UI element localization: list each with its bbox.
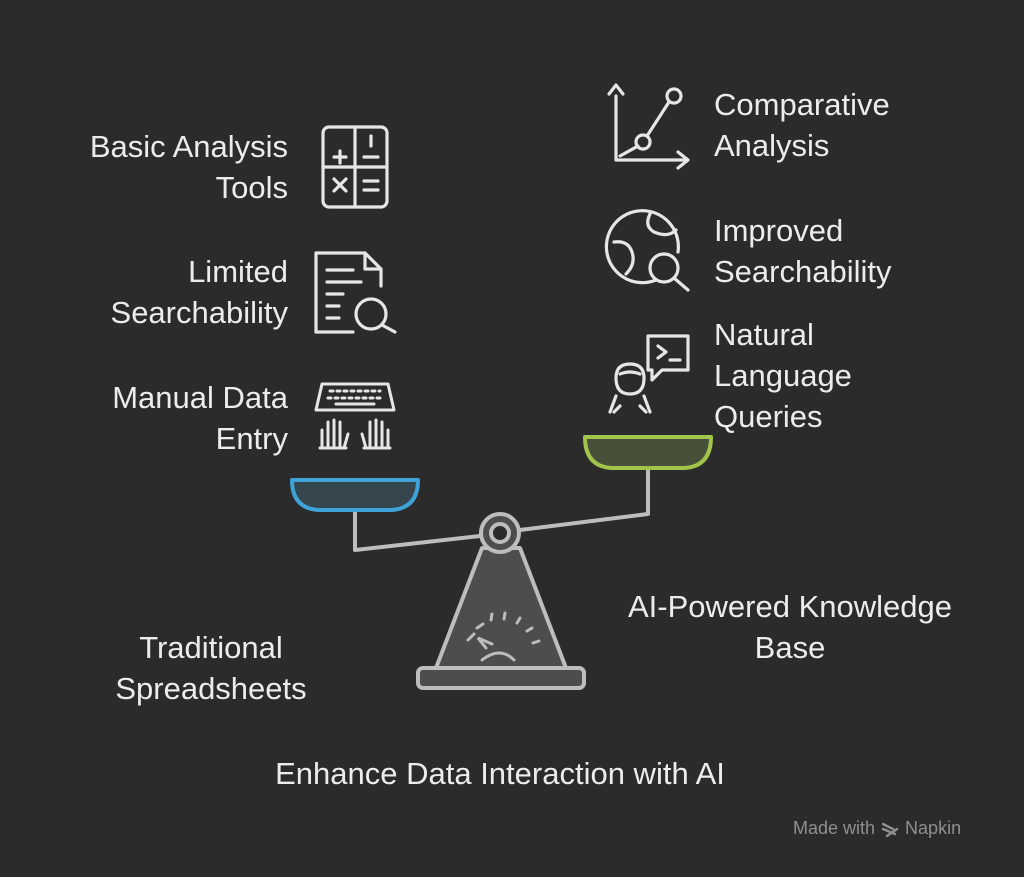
right-item-natural-language-queries: Natural Language Queries [714, 317, 852, 434]
napkin-watermark[interactable]: Made with Napkin [793, 818, 961, 839]
left-item-limited-searchability: Limited Searchability [110, 254, 288, 330]
right-item-comparative-analysis: Comparative Analysis [714, 87, 890, 163]
scale-pivot-inner [489, 522, 511, 544]
gauge-icon [466, 611, 541, 662]
person-terminal-icon [608, 334, 690, 414]
line-graph-icon [607, 83, 690, 170]
napkin-logo-icon [881, 822, 899, 837]
keyboard-typing-icon [314, 382, 396, 450]
left-item-manual-data-entry: Manual Data Entry [112, 380, 288, 456]
scale-beam [353, 466, 650, 552]
globe-search-icon [604, 209, 690, 292]
left-item-basic-analysis-tools: Basic Analysis Tools [89, 129, 288, 205]
left-side-title: Traditional Spreadsheets [115, 630, 307, 706]
right-side-title: AI-Powered Knowledge Base [628, 589, 952, 665]
document-search-icon [314, 251, 397, 334]
right-scale-pan [583, 435, 713, 470]
calculator-icon [321, 125, 389, 209]
scale-base [416, 666, 586, 690]
right-item-improved-searchability: Improved Searchability [714, 213, 892, 289]
scale-stand [434, 546, 568, 670]
watermark-brand: Napkin [905, 818, 962, 838]
watermark-prefix: Made with [793, 818, 876, 838]
diagram-title: Enhance Data Interaction with AI [275, 756, 725, 791]
left-scale-pan [290, 478, 420, 512]
